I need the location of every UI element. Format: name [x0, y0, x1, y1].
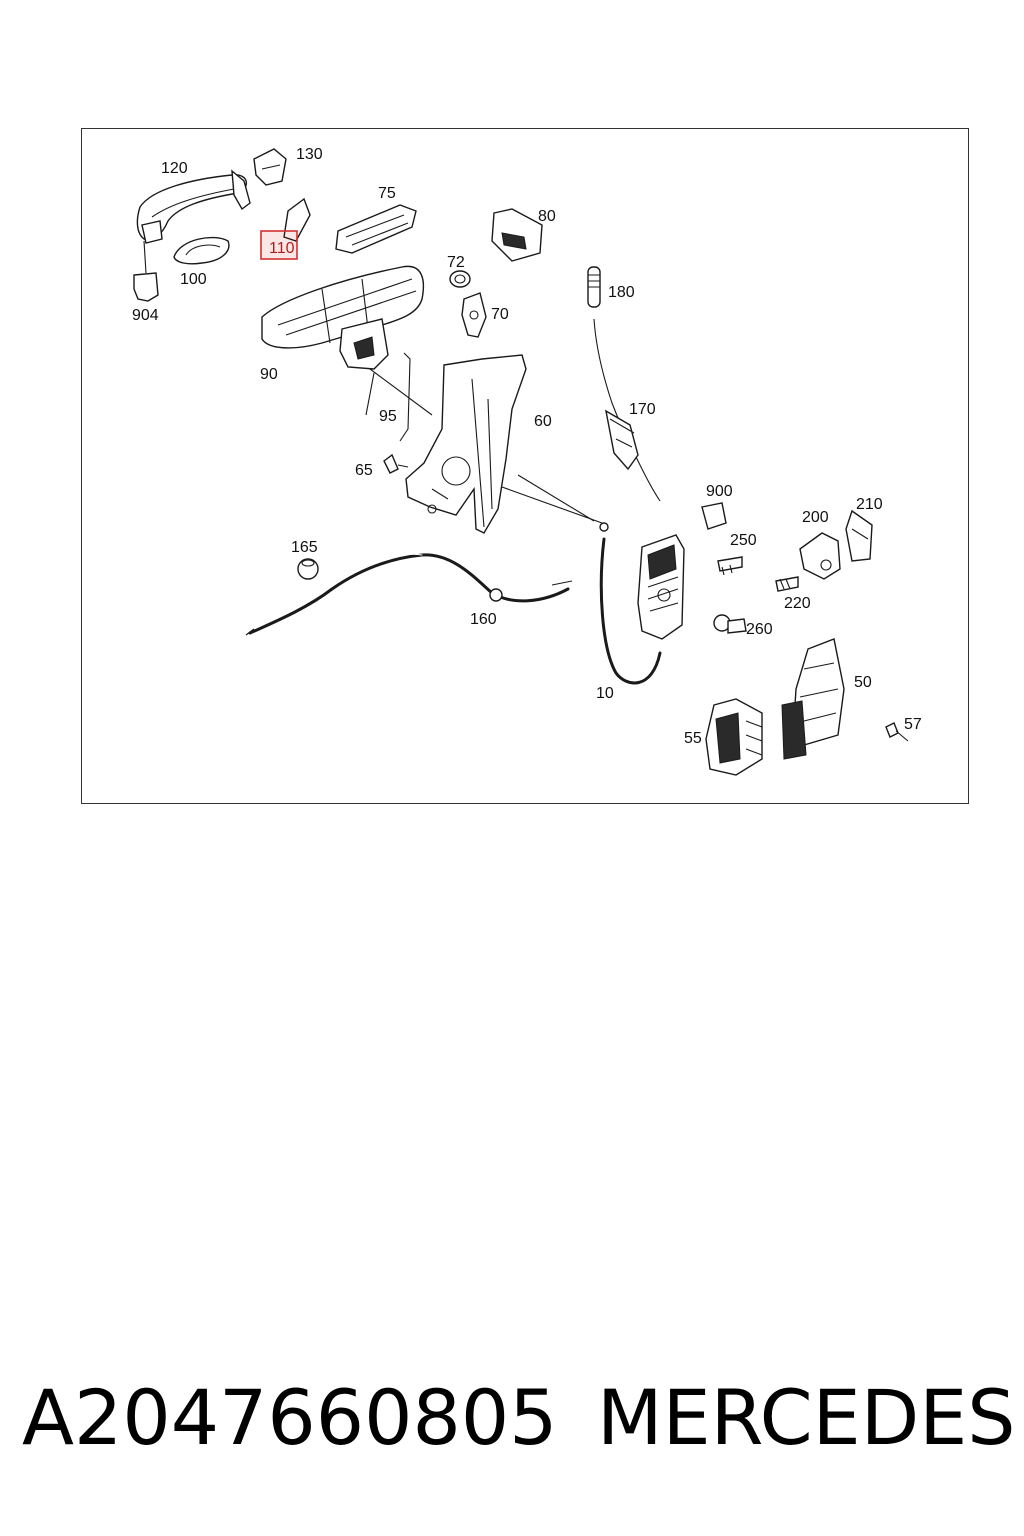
- label-10[interactable]: 10: [596, 685, 614, 702]
- label-72[interactable]: 72: [447, 254, 465, 271]
- part-10-lock-module[interactable]: [517, 474, 685, 685]
- part-160-cable[interactable]: [245, 553, 570, 636]
- part-900-pad[interactable]: [701, 502, 727, 530]
- label-160[interactable]: 160: [470, 611, 497, 628]
- label-220[interactable]: 220: [784, 595, 811, 612]
- part-number: A2047660805: [22, 1373, 558, 1462]
- part-250-screw[interactable]: [717, 556, 743, 576]
- footer-caption: A2047660805 MERCEDES: [0, 1368, 1024, 1478]
- part-120-outer-handle[interactable]: [136, 169, 251, 244]
- label-210[interactable]: 210: [856, 496, 883, 513]
- part-80-cover[interactable]: [491, 208, 543, 262]
- label-60[interactable]: 60: [534, 413, 552, 430]
- label-120[interactable]: 120: [161, 160, 188, 177]
- part-130-handle-cap[interactable]: [253, 148, 287, 186]
- part-70-bracket[interactable]: [461, 292, 487, 338]
- label-70[interactable]: 70: [491, 306, 509, 323]
- label-180[interactable]: 180: [608, 284, 635, 301]
- label-75[interactable]: 75: [378, 185, 396, 202]
- label-170[interactable]: 170: [629, 401, 656, 418]
- label-165[interactable]: 165: [291, 539, 318, 556]
- part-100-bezel[interactable]: [173, 236, 230, 265]
- part-165-grommet[interactable]: [297, 558, 319, 580]
- part-260-bolt[interactable]: [713, 614, 747, 634]
- label-200[interactable]: 200: [802, 509, 829, 526]
- part-210-plate[interactable]: [845, 509, 873, 562]
- label-250[interactable]: 250: [730, 532, 757, 549]
- label-110[interactable]: 110: [269, 240, 295, 257]
- label-100[interactable]: 100: [180, 271, 207, 288]
- label-57[interactable]: 57: [904, 716, 922, 733]
- part-90-handle-carrier[interactable]: [261, 265, 433, 442]
- highlight-box-110[interactable]: [260, 230, 298, 260]
- label-904[interactable]: 904: [132, 307, 159, 324]
- label-260[interactable]: 260: [746, 621, 773, 638]
- label-65[interactable]: 65: [355, 462, 373, 479]
- label-90[interactable]: 90: [260, 366, 278, 383]
- part-65-screw[interactable]: [383, 453, 409, 474]
- part-57-pin[interactable]: [885, 722, 909, 742]
- part-180-lock-knob[interactable]: [587, 266, 601, 308]
- brand-name: MERCEDES: [597, 1373, 1016, 1462]
- label-95[interactable]: 95: [379, 408, 397, 425]
- exploded-view-drawing: 120 130 75 80 110 100 904 72 70 180 90 9…: [132, 146, 922, 776]
- part-200-striker[interactable]: [799, 532, 841, 580]
- part-75-cover[interactable]: [335, 204, 417, 254]
- part-55-housing[interactable]: [705, 698, 763, 776]
- part-170-rod[interactable]: [593, 318, 661, 502]
- label-80[interactable]: 80: [538, 208, 556, 225]
- parts-diagram: 120 130 75 80 110 100 904 72 70 180 90 9…: [81, 128, 969, 804]
- leader-lines: [365, 372, 603, 586]
- label-900[interactable]: 900: [706, 483, 733, 500]
- label-55[interactable]: 55: [684, 730, 702, 747]
- part-60-inner-frame[interactable]: [405, 354, 527, 534]
- label-130[interactable]: 130: [296, 146, 323, 163]
- part-50-module[interactable]: [781, 638, 845, 760]
- part-904-insert[interactable]: [133, 240, 159, 302]
- part-72-ring[interactable]: [449, 270, 471, 288]
- label-50[interactable]: 50: [854, 674, 872, 691]
- part-220-screw[interactable]: [775, 576, 799, 592]
